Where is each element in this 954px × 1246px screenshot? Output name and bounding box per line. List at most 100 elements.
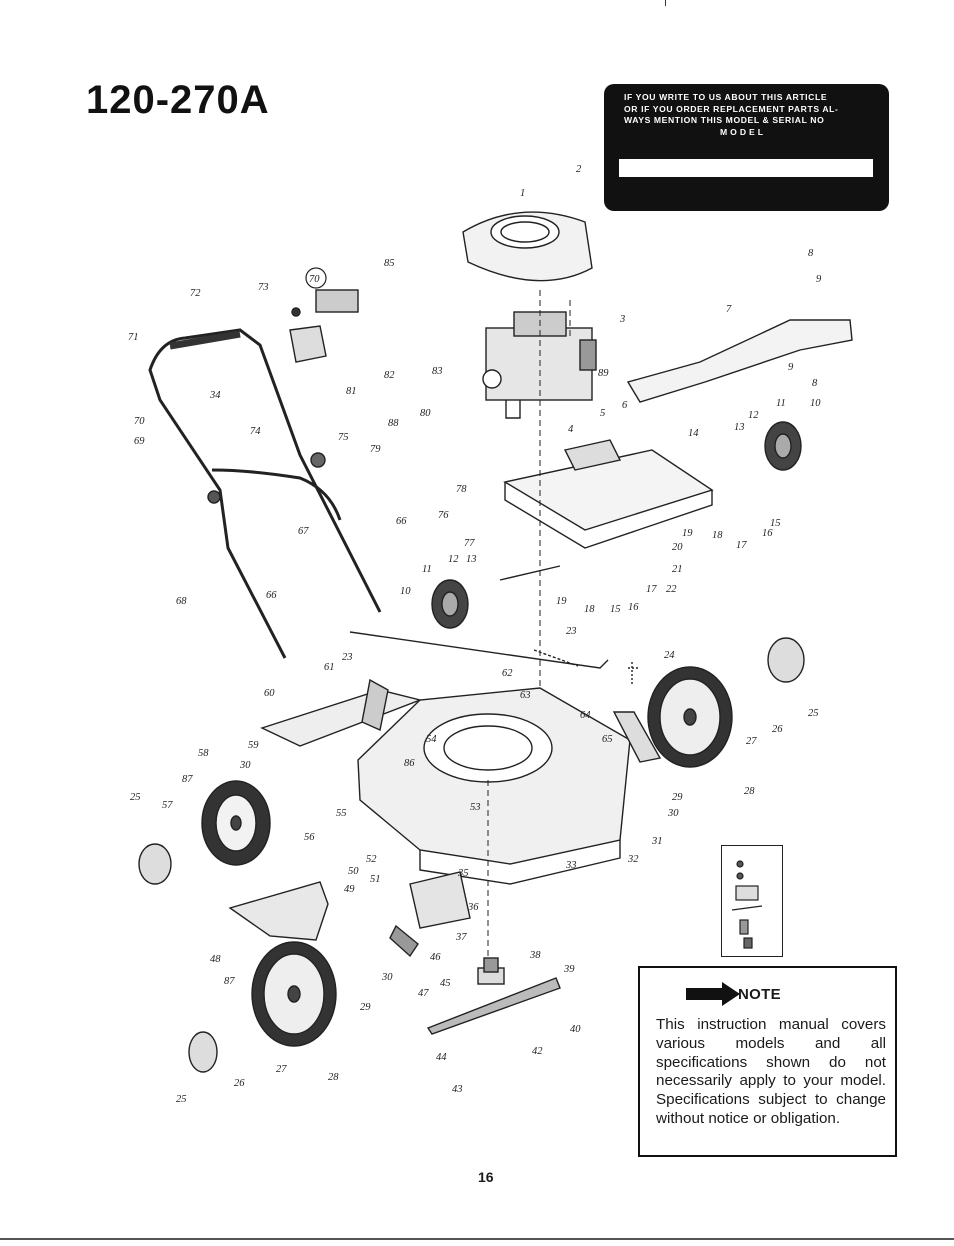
callout-6: 6 (622, 400, 628, 411)
callout-53: 53 (470, 802, 481, 813)
callout-9b: 9 (788, 362, 794, 373)
height-adjuster-right-part (612, 667, 662, 763)
callout-79: 79 (370, 444, 381, 455)
note-box: NOTE This instruction manual covers vari… (638, 966, 897, 1157)
notice-line-2: OR IF YOU ORDER REPLACEMENT PARTS AL- (624, 103, 839, 114)
callout-29a: 29 (672, 792, 683, 803)
callout-13a: 13 (734, 422, 745, 433)
inset-drawing (731, 860, 763, 949)
callout-5: 5 (600, 408, 605, 419)
callout-67: 67 (298, 526, 309, 537)
callout-64: 64 (580, 710, 591, 721)
callout-55: 55 (336, 808, 347, 819)
notice-line-1: IF YOU WRITE TO US ABOUT THIS ARTICLE (624, 92, 828, 102)
callout-69: 69 (134, 436, 145, 447)
callout-24: 24 (664, 650, 675, 661)
callout-11b: 11 (422, 564, 432, 575)
blade-adapter-part (477, 957, 505, 985)
callout-44: 44 (436, 1052, 447, 1063)
callout-60: 60 (264, 688, 275, 699)
model-serial-field (619, 159, 873, 177)
callout-8b: 8 (812, 378, 818, 389)
hubcap-part (138, 637, 805, 1073)
circled-callout-70 (305, 267, 327, 289)
callout-12b: 12 (448, 554, 459, 565)
axle-rod-part (349, 565, 633, 686)
callout-39: 39 (563, 964, 575, 975)
callout-12a: 12 (748, 410, 759, 421)
callout-46: 46 (430, 952, 441, 963)
callout-25a: 25 (808, 708, 819, 719)
engine-shroud-part (462, 211, 593, 282)
callout-58: 58 (198, 748, 209, 759)
callout-66a: 66 (396, 516, 407, 527)
callout-26b: 26 (234, 1078, 245, 1089)
callout-25c: 25 (176, 1094, 187, 1105)
callout-33: 33 (565, 860, 577, 871)
callout-73: 73 (258, 282, 269, 293)
callout-65: 65 (602, 734, 613, 745)
mower-deck-part (357, 687, 631, 885)
callout-43: 43 (452, 1084, 463, 1095)
callout-19b: 19 (556, 596, 567, 607)
callout-28a: 28 (744, 786, 755, 797)
notice-line-3: WAYS MENTION THIS MODEL & SERIAL NO (624, 115, 825, 125)
callout-42: 42 (532, 1046, 543, 1057)
callout-38: 38 (529, 950, 541, 961)
callout-labels: 1 2 3 4 5 6 7 8 8 9 9 10 10 11 11 12 12 … (128, 164, 822, 1105)
callout-86: 86 (404, 758, 415, 769)
callout-59: 59 (248, 740, 259, 751)
callout-18b: 18 (584, 604, 595, 615)
callout-85: 85 (384, 258, 395, 269)
blade-adapter-inset (721, 845, 783, 957)
callout-51: 51 (370, 874, 381, 885)
callout-61: 61 (324, 662, 335, 673)
callout-78: 78 (456, 484, 467, 495)
callout-3: 3 (619, 314, 625, 325)
callout-4: 4 (568, 424, 574, 435)
top-crop-mark (665, 0, 666, 6)
callout-8a: 8 (808, 248, 814, 259)
callout-82: 82 (384, 370, 395, 381)
note-body: This instruction manual covers various m… (656, 1016, 886, 1127)
callout-87b: 87 (224, 976, 235, 987)
callout-27b: 27 (276, 1064, 287, 1075)
callout-11a: 11 (776, 398, 786, 409)
callout-74: 74 (250, 426, 261, 437)
callout-25b: 25 (130, 792, 141, 803)
height-adjuster-bracket-part (260, 678, 423, 747)
callout-70: 70 (134, 416, 145, 427)
callout-62: 62 (502, 668, 513, 679)
callout-87a: 87 (182, 774, 193, 785)
callout-54: 54 (426, 734, 437, 745)
circled-callout-label: 70 (309, 274, 320, 285)
rear-wheel-large-part (251, 941, 337, 1047)
callout-81: 81 (346, 386, 357, 397)
callout-28b: 28 (328, 1072, 339, 1083)
callout-23b: 23 (566, 626, 577, 637)
callout-30c: 30 (381, 972, 393, 983)
callout-26a: 26 (772, 724, 783, 735)
callout-30b: 30 (667, 808, 679, 819)
front-wheel-right-part (647, 666, 733, 768)
callout-10a: 10 (810, 398, 821, 409)
callout-45: 45 (440, 978, 451, 989)
front-wheel-left-part (201, 780, 271, 866)
callout-88: 88 (388, 418, 399, 429)
callout-19a: 19 (682, 528, 693, 539)
callout-30a: 30 (239, 760, 251, 771)
note-heading: NOTE (738, 985, 781, 1003)
callout-77: 77 (464, 538, 475, 549)
callout-13b: 13 (466, 554, 477, 565)
assembly-centerline (487, 290, 571, 960)
callout-35: 35 (457, 868, 469, 879)
callout-17b: 17 (646, 584, 657, 595)
callout-20: 20 (672, 542, 683, 553)
model-serial-notice-box: IF YOU WRITE TO US ABOUT THIS ARTICLE OR… (604, 84, 889, 211)
callout-40: 40 (570, 1024, 581, 1035)
callout-18a: 18 (712, 530, 723, 541)
upper-deck-part (503, 439, 714, 549)
callout-89: 89 (598, 368, 609, 379)
bottom-rule (0, 1238, 954, 1240)
